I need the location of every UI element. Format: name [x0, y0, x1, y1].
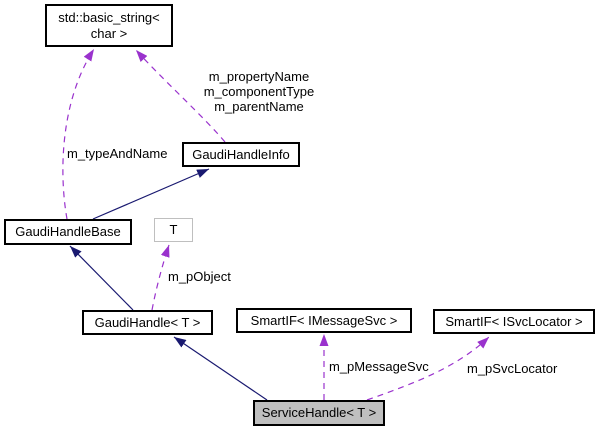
edge-label-m-parentname: m_parentName [214, 99, 304, 114]
edge-gaudihandle-to-t [151, 244, 170, 311]
node-label: T [169, 222, 178, 237]
edge-label-m-pobject: m_pObject [168, 269, 231, 284]
node-smartif-isvclocator[interactable]: SmartIF< ISvcLocator > [433, 309, 595, 334]
edge-label-m-typeandname: m_typeAndName [67, 146, 168, 161]
node-label: GaudiHandle< T > [94, 314, 201, 330]
node-std-basic-string[interactable]: std::basic_string< char > [45, 4, 173, 47]
edge-label-m-propertyname: m_propertyName [208, 69, 310, 84]
node-servicehandle-selected[interactable]: ServiceHandle< T > [253, 400, 385, 426]
node-gaudihandleinfo[interactable]: GaudiHandleInfo [182, 142, 300, 167]
node-label-line2: char > [90, 25, 128, 41]
edge-gaudihandlebase-to-basicstring [62, 48, 95, 220]
edge-servicehandle-to-smartif-isvclocator [366, 336, 490, 401]
edge-label-m-psvclocator: m_pSvcLocator [467, 361, 558, 376]
node-gaudihandlebase[interactable]: GaudiHandleBase [4, 219, 132, 245]
node-gaudihandle[interactable]: GaudiHandle< T > [82, 310, 213, 335]
edge-servicehandle-to-gaudihandle [173, 336, 268, 401]
node-label-line1: std::basic_string< [58, 9, 160, 25]
node-smartif-imessagesvc[interactable]: SmartIF< IMessageSvc > [236, 308, 412, 333]
node-label: GaudiHandleInfo [192, 146, 290, 162]
node-label: GaudiHandleBase [15, 224, 121, 239]
edge-label-info-members: m_propertyName m_componentType m_parentN… [189, 69, 329, 114]
node-label: SmartIF< IMessageSvc > [250, 312, 398, 328]
edge-label-m-pmessagesvc: m_pMessageSvc [329, 359, 429, 374]
edge-gaudihandleinfo-to-basicstring [135, 49, 226, 143]
edge-label-m-componenttype: m_componentType [203, 84, 315, 99]
edge-gaudihandle-to-gaudihandlebase [69, 245, 134, 311]
node-label: SmartIF< ISvcLocator > [445, 313, 583, 329]
node-template-param-t: T [154, 218, 193, 242]
edge-gaudihandlebase-to-gaudihandleinfo [92, 168, 210, 220]
node-label: ServiceHandle< T > [261, 405, 377, 420]
